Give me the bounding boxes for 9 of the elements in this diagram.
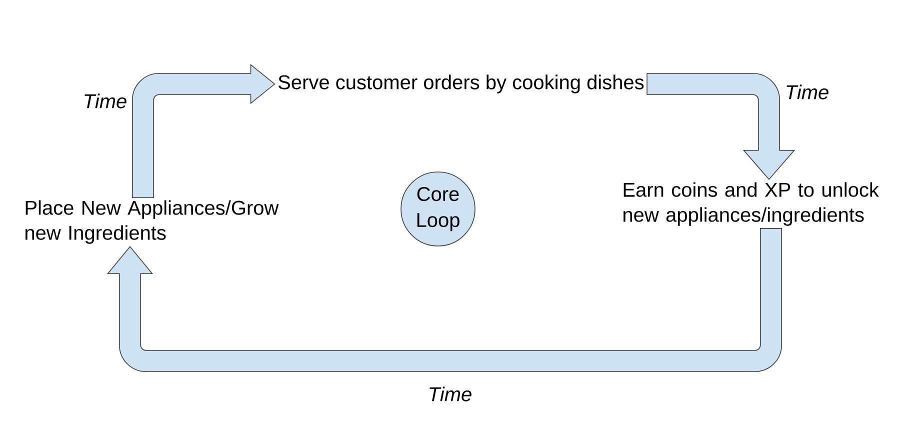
edge-label: Time	[786, 84, 828, 100]
block-arrow	[106, 228, 782, 372]
step-text: Serve customer orders by cooking dishes	[278, 74, 644, 94]
step-text: Earn coins and XP to unlock new appliances/ingredients	[624, 182, 879, 226]
edge-label: Time	[84, 94, 126, 108]
block-arrow	[646, 73, 796, 180]
edge-label: Time	[430, 386, 472, 402]
step-text: Place New Appliances/Grow new Ingredients	[26, 200, 279, 244]
block-arrow	[132, 64, 276, 198]
